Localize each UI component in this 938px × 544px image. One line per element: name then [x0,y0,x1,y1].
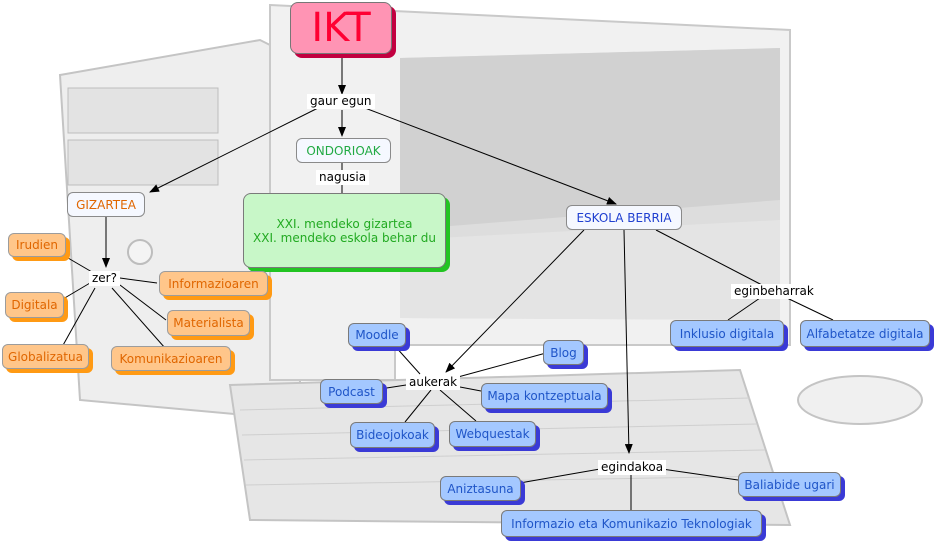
link-label-gaur-egun: gaur egun [307,94,375,109]
concept-irudien: Irudien [8,233,66,257]
concept-globalizatua: Globalizatua [2,344,89,369]
main-idea-node: XXI. mendeko gizartea XXI. mendeko eskol… [243,193,446,268]
concept-webquestak: Webquestak [449,421,536,447]
gizartea-label: GIZARTEA [76,197,136,212]
concept-inklusio-digitala-label: Inklusio digitala [679,326,775,341]
concept-inklusio-digitala: Inklusio digitala [670,320,784,347]
concept-ikt-label: Informazio eta Komunikazio Teknologiak [511,516,752,531]
main-idea-line-2: XXI. mendeko eskola behar du [253,230,436,245]
concept-baliabide-ugari: Baliabide ugari [738,472,841,497]
concept-alfabetatze-digitala-label: Alfabetatze digitala [806,326,924,341]
main-idea-line-1: XXI. mendeko gizartea [276,216,413,231]
concept-materialista: Materialista [167,310,250,336]
concept-aniztasuna-label: Aniztasuna [447,481,514,496]
concept-informazioaren: Informazioaren [159,271,268,296]
link-label-eginbeharrak: eginbeharrak [731,284,817,299]
gizartea-node: GIZARTEA [67,192,145,217]
concept-digitala: Digitala [5,292,64,318]
concept-globalizatua-label: Globalizatua [8,349,83,364]
eskola-berria-label: ESKOLA BERRIA [576,210,672,225]
concept-informazio-eta-komunikazio-teknologiak: Informazio eta Komunikazio Teknologiak [501,510,762,537]
concept-komunikazioaren: Komunikazioaren [111,346,231,371]
concept-bideojokoak-label: Bideojokoak [356,428,429,442]
concept-baliabide-ugari-label: Baliabide ugari [744,477,835,492]
title-text: IKT [311,5,371,51]
concept-podcast: Podcast [320,379,383,404]
concept-blog-label: Blog [550,345,577,360]
concept-mapa-kontzeptuala: Mapa kontzeptuala [481,383,608,409]
concept-informazioaren-label: Informazioaren [168,276,259,291]
concept-moodle-label: Moodle [355,328,399,342]
ondorioak-label: ONDORIOAK [306,143,381,158]
concept-moodle: Moodle [348,323,406,347]
concept-materialista-label: Materialista [173,316,244,330]
concept-komunikazioaren-label: Komunikazioaren [119,351,223,366]
concept-alfabetatze-digitala: Alfabetatze digitala [800,320,930,347]
concept-podcast-label: Podcast [328,384,375,399]
concept-bideojokoak: Bideojokoak [350,422,435,448]
link-label-egindakoa: egindakoa [598,460,667,475]
concept-aniztasuna: Aniztasuna [440,476,521,501]
concept-digitala-label: Digitala [11,298,58,312]
title-node: IKT [290,2,392,54]
link-label-nagusia: nagusia [316,170,370,185]
eskola-berria-node: ESKOLA BERRIA [566,205,682,230]
link-label-aukerak: aukerak [406,375,461,390]
concept-irudien-label: Irudien [15,238,59,252]
concept-blog: Blog [543,340,584,365]
ondorioak-node: ONDORIOAK [296,138,391,163]
link-label-zer: zer? [89,271,120,286]
concept-webquestak-label: Webquestak [455,427,530,441]
concept-mapa-kontzeptuala-label: Mapa kontzeptuala [487,389,602,403]
